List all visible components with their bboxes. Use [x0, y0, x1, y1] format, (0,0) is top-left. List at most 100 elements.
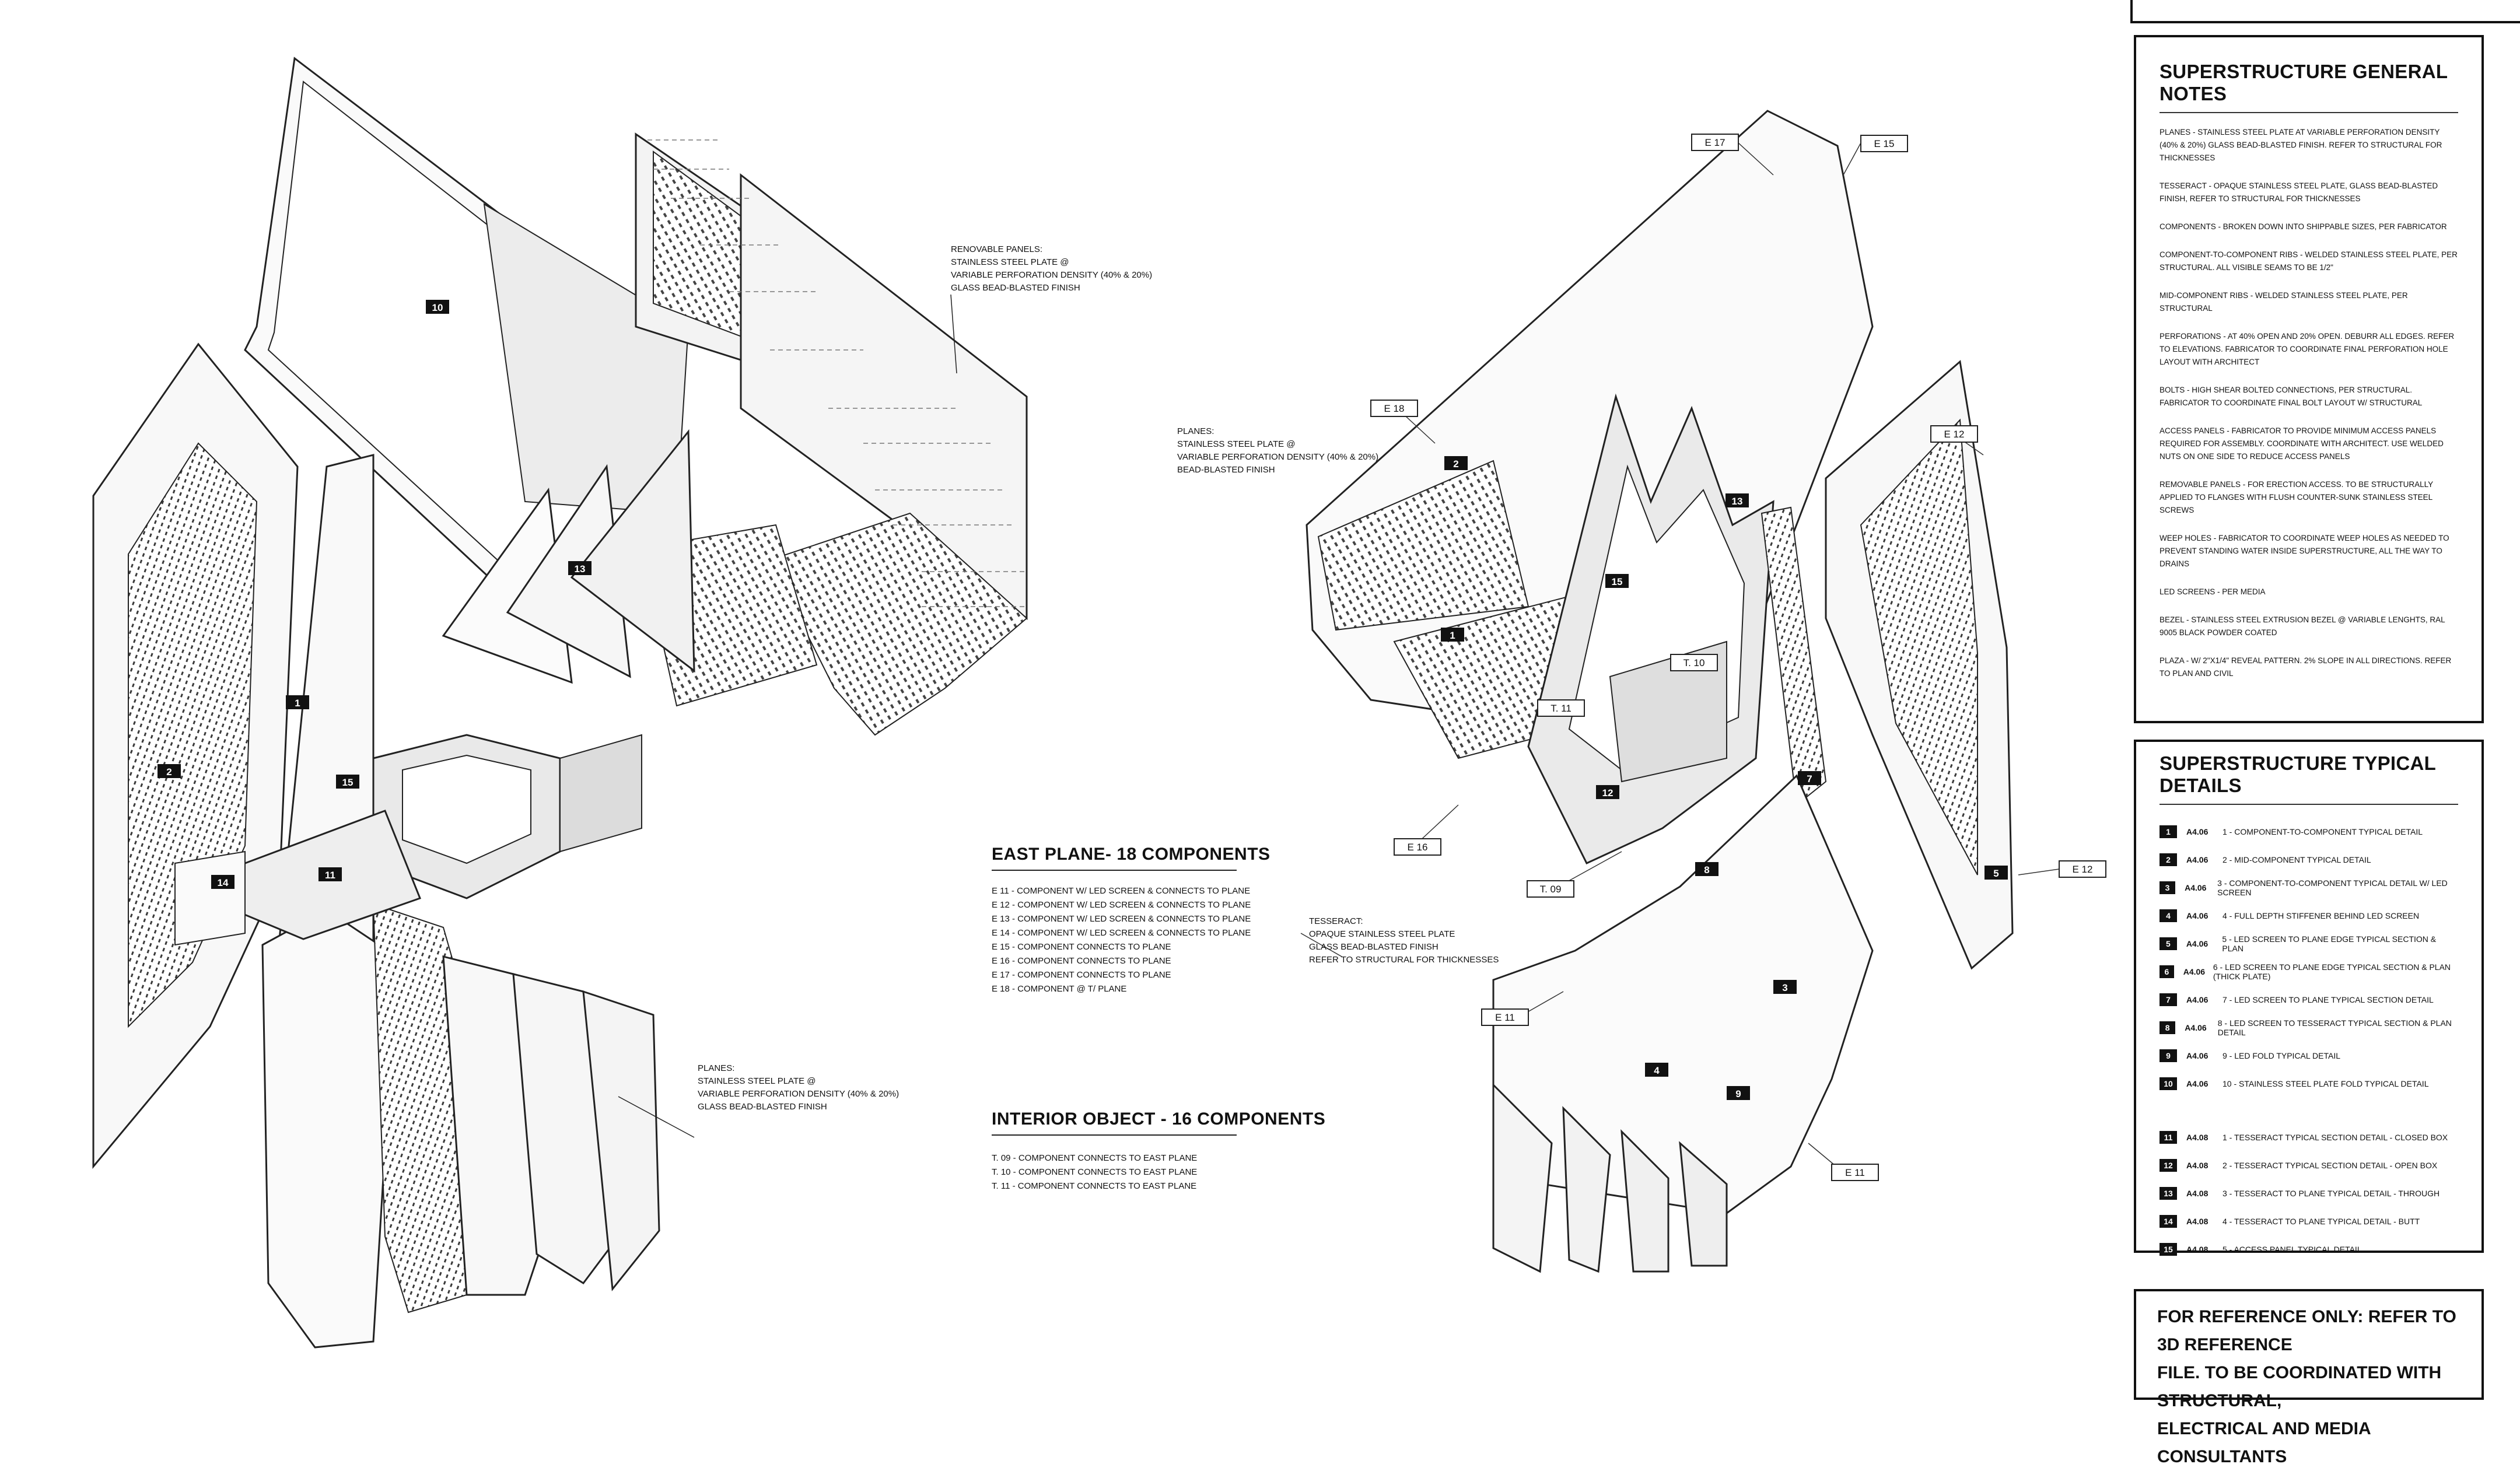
general-note-item: COMPONENT-TO-COMPONENT RIBS - WELDED STA… [2160, 250, 2458, 272]
detail-number-tag: 10 [2160, 1077, 2177, 1090]
svg-text:TESSERACT:: TESSERACT: [1309, 916, 1363, 926]
svg-text:E 11 - COMPONENT W/ LED SCREEN: E 11 - COMPONENT W/ LED SCREEN & CONNECT… [992, 886, 1250, 896]
right-finger-4 [1679, 1141, 1728, 1267]
e-label-18: E 18 [1384, 403, 1405, 414]
detail-sheet-ref: A4.06 [2186, 939, 2208, 948]
detail-number-tag: 6 [2160, 965, 2174, 978]
detail-sheet-ref: A4.08 [2186, 1161, 2208, 1170]
general-note-item: BEZEL - STAINLESS STEEL EXTRUSION BEZEL … [2160, 615, 2445, 637]
tag-right-5: 5 [1993, 868, 1999, 879]
svg-text:VARIABLE PERFORATION DENSITY (: VARIABLE PERFORATION DENSITY (40% & 20%) [951, 270, 1152, 280]
tag-right-4: 4 [1654, 1065, 1660, 1076]
t-label-10: T. 10 [1684, 657, 1705, 668]
detail-sheet-ref: A4.06 [2183, 967, 2206, 976]
general-note-item: TESSERACT - OPAQUE STAINLESS STEEL PLATE… [2160, 181, 2438, 203]
right-exploded-axonometric [1300, 110, 2060, 1273]
reference-line-3: ELECTRICAL AND MEDIA CONSULTANTS [2157, 1419, 2371, 1466]
right-finger-2 [1562, 1106, 1611, 1273]
detail-number-tag: 2 [2160, 853, 2177, 866]
right-led-strip [1760, 506, 1827, 806]
tag-right-9: 9 [1735, 1088, 1741, 1099]
typical-details-title: SUPERSTRUCTURE TYPICAL DETAILS [2160, 752, 2458, 805]
tag-right-1: 1 [1450, 630, 1455, 641]
callout-removable-panels: RENOVABLE PANELS: STAINLESS STEEL PLATE … [951, 244, 1152, 293]
e-label-11-left: E 11 [1495, 1012, 1515, 1023]
detail-number-tag: 5 [2160, 937, 2177, 950]
svg-text:BEAD-BLASTED FINISH: BEAD-BLASTED FINISH [1177, 465, 1275, 475]
callout-planes-right: PLANES: STAINLESS STEEL PLATE @ VARIABLE… [1177, 426, 1378, 475]
tag-left-2: 2 [166, 766, 172, 777]
detail-number-tag: 11 [2160, 1131, 2177, 1144]
right-finger-1 [1492, 1083, 1553, 1273]
detail-description: 7 - LED SCREEN TO PLANE TYPICAL SECTION … [2222, 995, 2434, 1004]
interior-object-section: INTERIOR OBJECT - 16 COMPONENTS T. 09 - … [992, 1109, 1325, 1191]
svg-text:T. 09 - COMPONENT CONNECTS TO: T. 09 - COMPONENT CONNECTS TO EAST PLANE [992, 1153, 1197, 1163]
tag-right-13: 13 [1732, 496, 1743, 507]
tesseract-inner [402, 754, 531, 864]
svg-text:GLASS BEAD-BLASTED FINISH: GLASS BEAD-BLASTED FINISH [951, 283, 1080, 293]
detail-description: 6 - LED SCREEN TO PLANE EDGE TYPICAL SEC… [2213, 962, 2451, 981]
svg-text:STAINLESS STEEL PLATE @: STAINLESS STEEL PLATE @ [951, 257, 1069, 267]
t-label-11: T. 11 [1550, 703, 1572, 714]
perforated-chevron [769, 512, 1028, 736]
svg-text:STAINLESS STEEL PLATE @: STAINLESS STEEL PLATE @ [698, 1076, 816, 1086]
tag-left-1: 1 [295, 698, 300, 709]
explode-lines [648, 139, 1027, 607]
general-note-item: PERFORATIONS - AT 40% OPEN AND 20% OPEN.… [2160, 332, 2455, 366]
detail-number-tag: 15 [2160, 1243, 2177, 1256]
detail-number-tag: 9 [2160, 1049, 2177, 1062]
svg-text:VARIABLE PERFORATION DENSITY (: VARIABLE PERFORATION DENSITY (40% & 20%) [1177, 452, 1378, 462]
general-note-item: MID-COMPONENT RIBS - WELDED STAINLESS ST… [2160, 291, 2408, 313]
detail-sheet-ref: A4.08 [2186, 1189, 2208, 1198]
tag-right-15: 15 [1612, 576, 1623, 587]
svg-text:REFER TO STRUCTURAL FOR THICKN: REFER TO STRUCTURAL FOR THICKNESSES [1309, 955, 1499, 965]
detail-number-tag: 12 [2160, 1159, 2177, 1172]
right-view-t-labels [1527, 654, 1718, 898]
title-block-top-bar [2130, 0, 2520, 23]
right-finger-3 [1620, 1129, 1670, 1273]
reference-line-2: FILE. TO BE COORDINATED WITH STRUCTURAL, [2157, 1363, 2442, 1410]
svg-text:E 18 - COMPONENT @ T/ PLANE: E 18 - COMPONENT @ T/ PLANE [992, 984, 1126, 994]
svg-text:OPAQUE STAINLESS STEEL PLATE: OPAQUE STAINLESS STEEL PLATE [1309, 929, 1455, 939]
tag-right-8: 8 [1704, 864, 1709, 875]
general-note-item: PLAZA - W/ 2"x1/4" REVEAL PATTERN. 2% SL… [2160, 656, 2452, 678]
detail-description: 4 - TESSERACT TO PLANE TYPICAL DETAIL - … [2222, 1217, 2420, 1226]
general-note-item: PLANES - STAINLESS STEEL PLATE AT VARIAB… [2160, 128, 2442, 162]
general-notes-panel: SUPERSTRUCTURE GENERAL NOTES PLANES - ST… [2134, 35, 2484, 723]
detail-number-tag: 1 [2160, 825, 2177, 838]
svg-text:E 15 - COMPONENT CONNECTS TO P: E 15 - COMPONENT CONNECTS TO PLANE [992, 942, 1171, 952]
tag-left-13: 13 [575, 563, 586, 575]
detail-description: 10 - STAINLESS STEEL PLATE FOLD TYPICAL … [2222, 1079, 2429, 1088]
tag-left-15: 15 [342, 777, 354, 788]
left-exploded-axonometric [92, 57, 1028, 1349]
general-note-item: ACCESS PANELS - FABRICATOR TO PROVIDE MI… [2160, 426, 2444, 461]
detail-number-tag: 7 [2160, 993, 2177, 1006]
tag-left-10: 10 [432, 302, 443, 313]
base-plate-tab [174, 850, 246, 946]
tag-right-2: 2 [1453, 458, 1458, 470]
svg-text:PLANES:: PLANES: [698, 1063, 734, 1073]
callout-planes-lower: PLANES: STAINLESS STEEL PLATE @ VARIABLE… [698, 1063, 899, 1112]
detail-sheet-ref: A4.06 [2185, 1023, 2207, 1032]
detail-sheet-ref: A4.06 [2186, 911, 2208, 920]
e-label-15: E 15 [1874, 138, 1895, 149]
east-plane-section: EAST PLANE- 18 COMPONENTS E 11 - COMPONE… [992, 845, 1270, 994]
svg-text:E 17 - COMPONENT CONNECTS TO P: E 17 - COMPONENT CONNECTS TO PLANE [992, 970, 1171, 980]
tag-left-11: 11 [325, 870, 335, 881]
general-notes-title: SUPERSTRUCTURE GENERAL NOTES [2160, 61, 2458, 113]
tag-right-3: 3 [1782, 982, 1787, 993]
svg-text:E 14 - COMPONENT W/ LED SCREEN: E 14 - COMPONENT W/ LED SCREEN & CONNECT… [992, 928, 1251, 938]
detail-sheet-ref: A4.06 [2186, 855, 2208, 864]
detail-number-tag: 13 [2160, 1187, 2177, 1200]
e-label-11-bottom: E 11 [1845, 1167, 1865, 1178]
detail-description: 1 - TESSERACT TYPICAL SECTION DETAIL - C… [2222, 1133, 2448, 1142]
